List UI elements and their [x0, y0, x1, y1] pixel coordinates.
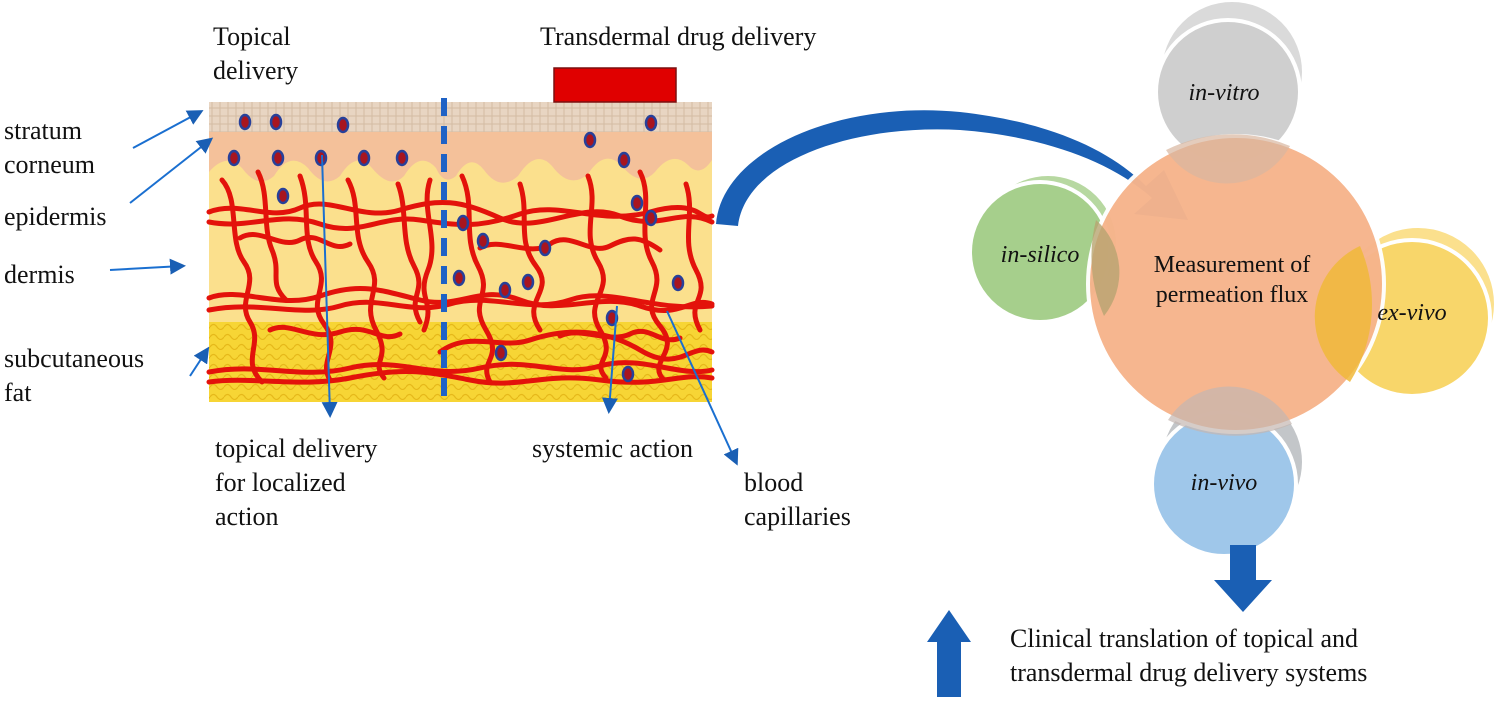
capillary-middle-2 [206, 293, 715, 313]
capillary-vert-9 [585, 173, 609, 381]
capillary-vert-2 [255, 169, 289, 303]
drug-particle [521, 273, 535, 291]
drug-particle [238, 113, 252, 131]
arrow-subcutaneous [189, 346, 210, 377]
overlap-left [1091, 220, 1120, 316]
measurement-label-line2: permeation flux [1156, 282, 1309, 308]
drug-particle [621, 365, 635, 383]
up-arrow [927, 610, 971, 697]
pointer-arrows [109, 110, 739, 466]
capillary-loop-2 [477, 236, 663, 253]
overlap-bottom [1168, 386, 1292, 436]
overlap-top [1166, 134, 1290, 184]
capillary-vert-8 [517, 181, 545, 333]
blood-capillaries-label: blood capillaries [744, 468, 851, 531]
drug-particle [357, 149, 371, 167]
capillary-vert-6 [421, 177, 435, 333]
drug-particle [314, 149, 328, 167]
transdermal-delivery-heading: Transdermal drug delivery [540, 22, 817, 51]
capillary-lower-2 [206, 368, 715, 386]
capillary-loop-1 [237, 232, 353, 249]
clinical-translation-label: Clinical translation of topical and tran… [1010, 624, 1368, 687]
arrow-topical-localized [321, 154, 338, 418]
capillary-lower [206, 360, 715, 375]
measurement-venn [968, 0, 1498, 558]
drug-particle [583, 131, 597, 149]
epidermis-label: epidermis [4, 202, 107, 231]
systemic-action-label: systemic action [532, 434, 694, 463]
curved-arrow-to-measurement [716, 110, 1188, 226]
drug-particle [395, 149, 409, 167]
drug-particle [671, 274, 685, 292]
drug-particle [538, 239, 552, 257]
drug-particle [644, 114, 658, 132]
capillary-vert-11 [683, 181, 704, 333]
drug-particle [276, 187, 290, 205]
arrow-dermis [109, 258, 186, 275]
drug-particle [630, 194, 644, 212]
arrow-blood-capillaries [666, 310, 739, 466]
arrow-epidermis [129, 137, 214, 204]
topical-delivery-heading: Topical delivery [213, 22, 299, 85]
transdermal-patch [553, 67, 677, 103]
in-vitro-label: in-vitro [1188, 80, 1259, 106]
capillary-vert-4 [345, 177, 387, 381]
capillary-loop-4 [557, 328, 683, 343]
arrow-stratum-corneum [132, 110, 204, 149]
dermis-label: dermis [4, 260, 75, 289]
capillary-upper [206, 200, 715, 226]
capillary-vert-1 [219, 177, 265, 385]
capillary-vert-5 [395, 181, 423, 325]
skin-cross-section [206, 67, 715, 402]
stratum-corneum-label: stratum corneum [4, 116, 95, 179]
capillary-vert-3 [297, 173, 334, 383]
capillary-loop-3 [267, 324, 403, 340]
drug-particle [498, 281, 512, 299]
drug-particle [644, 209, 658, 227]
drug-particle [456, 214, 470, 232]
blood-capillaries [206, 169, 715, 386]
drug-particle [336, 116, 350, 134]
drug-particles [227, 113, 685, 383]
stratum-corneum-layer [209, 102, 712, 132]
ex-vivo-label: ex-vivo [1377, 300, 1446, 326]
drug-particle [476, 232, 490, 250]
measurement-label-line1: Measurement of [1154, 252, 1311, 278]
drug-particle [269, 113, 283, 131]
down-arrow [1214, 545, 1272, 612]
topical-localized-label: topical delivery for localized action [215, 434, 378, 531]
drug-particle [452, 269, 466, 287]
capillary-vert-10 [637, 169, 670, 383]
capillary-vert-7 [459, 173, 496, 385]
drug-particle [617, 151, 631, 169]
drug-particle [271, 149, 285, 167]
in-vivo-label: in-vivo [1191, 470, 1258, 496]
overlap-right [1314, 246, 1372, 382]
subcutaneous-fat-label: subcutaneous fat [4, 344, 145, 407]
drug-particle [227, 149, 241, 167]
drug-particle [494, 344, 508, 362]
in-silico-label: in-silico [1001, 242, 1080, 268]
arrow-systemic-action [601, 305, 618, 414]
